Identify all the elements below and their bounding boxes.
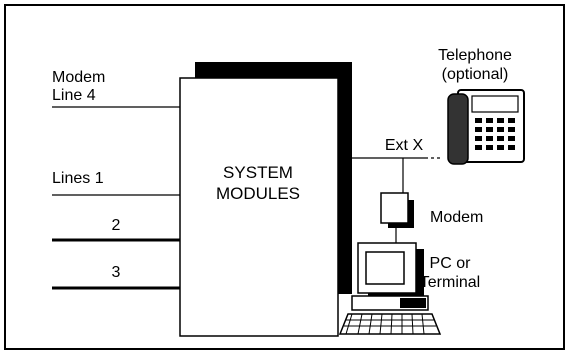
pc-or-label: PC or — [430, 255, 472, 272]
line4-label: Line 4 — [52, 87, 96, 104]
modules-label: MODULES — [216, 184, 300, 203]
system-modules-box — [179, 77, 339, 337]
modem-label: Modem — [430, 209, 483, 226]
telephone-icon — [447, 89, 525, 165]
telephone-label: Telephone — [438, 47, 512, 64]
modem-icon — [380, 192, 414, 228]
line2-label: 2 — [112, 217, 121, 234]
optional-label: (optional) — [442, 66, 509, 83]
terminal-label: Terminal — [420, 274, 480, 291]
pc-terminal-icon — [338, 242, 442, 335]
lines1-label: Lines 1 — [52, 170, 104, 187]
system-label: SYSTEM — [223, 163, 293, 182]
diagram-frame — [4, 4, 565, 350]
line3-label: 3 — [112, 264, 121, 281]
ext-x-label: Ext X — [385, 137, 424, 154]
modem-line-label: Modem — [52, 69, 105, 86]
